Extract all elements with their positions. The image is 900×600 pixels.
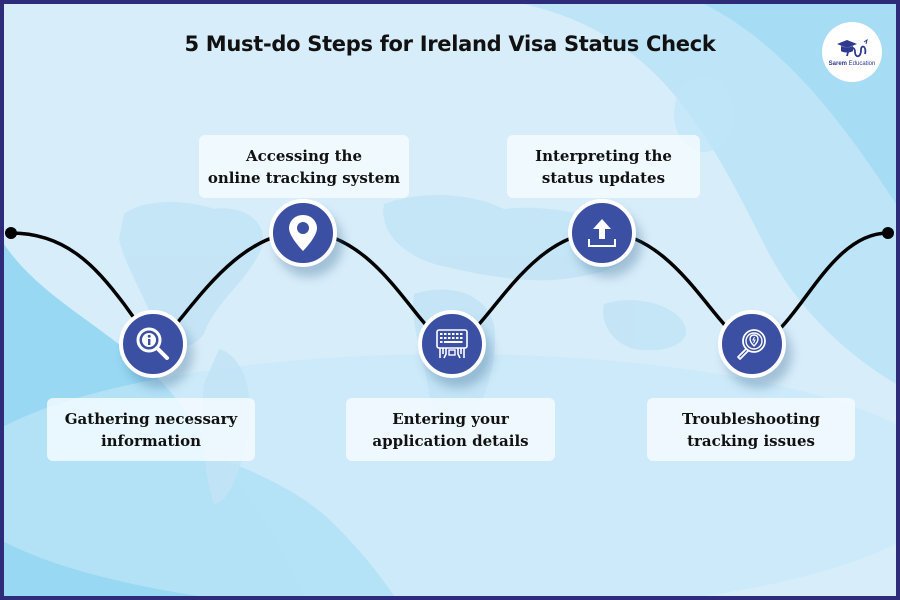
step-2-label: Accessing the online tracking system [207, 146, 401, 187]
logo-text: Sarem Education [829, 61, 876, 67]
step-3-label: Entering your application details [372, 409, 529, 450]
step-4-card: Interpreting the status updates [507, 135, 700, 198]
search-location-icon [737, 329, 766, 360]
logo-suffix: Education [848, 60, 876, 67]
logo-brand: Sarem [828, 60, 847, 67]
upload-arrow-icon [588, 219, 616, 247]
step-4-label: Interpreting the status updates [535, 146, 672, 187]
step-5-card: Troubleshooting tracking issues [647, 398, 855, 461]
brand-logo: Sarem Education [822, 22, 882, 82]
step-3-circle [418, 310, 486, 378]
info-search-icon [136, 327, 169, 360]
graduation-cap-logo-icon [837, 38, 868, 57]
timeline-end-dot [882, 227, 894, 239]
step-2-card: Accessing the online tracking system [199, 135, 409, 198]
step-3-card: Entering your application details [346, 398, 555, 461]
step-5-label: Troubleshooting tracking issues [682, 409, 820, 450]
page-title: 5 Must-do Steps for Ireland Visa Status … [184, 32, 716, 56]
step-1-circle [119, 310, 187, 378]
step-1-label: Gathering necessary information [64, 409, 238, 450]
keyboard-typing-icon [436, 329, 468, 359]
timeline-wave [5, 227, 894, 346]
step-1-card: Gathering necessary information [47, 398, 255, 461]
step-4-circle [568, 199, 636, 267]
location-pin-icon [289, 215, 317, 251]
timeline-start-dot [5, 227, 17, 239]
step-5-circle [718, 310, 786, 378]
step-2-circle [269, 199, 337, 267]
